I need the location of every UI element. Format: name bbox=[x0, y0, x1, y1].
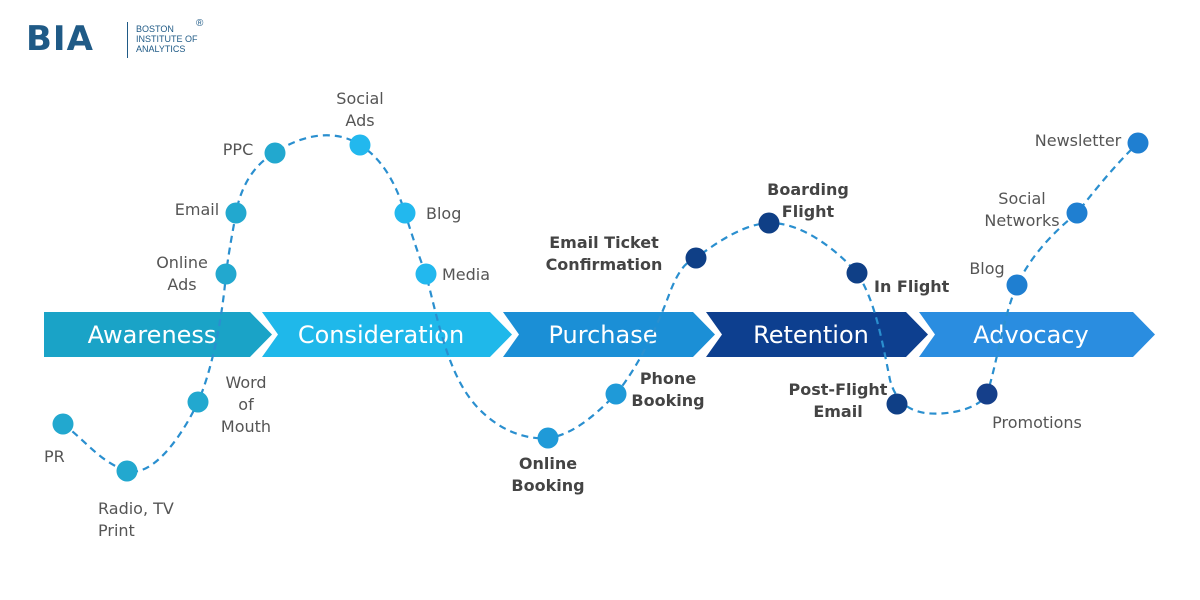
touchpoint-label-line: PR bbox=[44, 447, 65, 466]
logo-mark: BIA bbox=[26, 19, 94, 59]
touchpoint-label-line: Flight bbox=[782, 202, 835, 221]
touchpoint-dot bbox=[846, 262, 868, 284]
touchpoint-dot bbox=[225, 202, 247, 224]
touchpoint-label: PR bbox=[44, 447, 65, 466]
logo-divider bbox=[127, 22, 128, 58]
logo-line-1: BOSTON bbox=[136, 24, 174, 34]
stage-label-purchase: Purchase bbox=[549, 321, 658, 349]
touchpoint-label: Promotions bbox=[992, 413, 1082, 432]
touchpoint-label-line: Promotions bbox=[992, 413, 1082, 432]
touchpoint-label: Blog bbox=[426, 204, 461, 223]
logo-line-2: INSTITUTE OF bbox=[136, 34, 198, 44]
touchpoint-dot bbox=[976, 383, 998, 405]
touchpoint-label-line: Media bbox=[442, 265, 490, 284]
touchpoint-dot bbox=[605, 383, 627, 405]
touchpoint-label-line: Online bbox=[519, 454, 577, 473]
touchpoint-label-line: Confirmation bbox=[546, 255, 663, 274]
stage-arrow-retention bbox=[706, 312, 928, 357]
touchpoint-dot bbox=[187, 391, 209, 413]
touchpoint-label: Email bbox=[175, 200, 219, 219]
touchpoint-label-line: Booking bbox=[511, 476, 584, 495]
touchpoint-dot bbox=[394, 202, 416, 224]
touchpoint-label-line: Networks bbox=[984, 211, 1059, 230]
touchpoint-dot bbox=[52, 413, 74, 435]
touchpoint-label: PPC bbox=[223, 140, 253, 159]
logo-text: BOSTON INSTITUTE OF ANALYTICS bbox=[136, 24, 216, 54]
touchpoint-dot bbox=[215, 263, 237, 285]
registered-mark: ® bbox=[196, 18, 204, 29]
touchpoint-dot bbox=[349, 134, 371, 156]
touchpoint-label-line: Booking bbox=[631, 391, 704, 410]
touchpoint-label: Media bbox=[442, 265, 490, 284]
touchpoint-dot bbox=[886, 393, 908, 415]
touchpoint-label-line: Social bbox=[998, 189, 1045, 208]
stage-arrow-consideration bbox=[262, 312, 512, 357]
touchpoint-label-line: Print bbox=[98, 521, 135, 540]
stage-arrow-advocacy bbox=[919, 312, 1155, 357]
touchpoint-label-line: Email bbox=[175, 200, 219, 219]
stage-label-retention: Retention bbox=[753, 321, 869, 349]
stage-label-advocacy: Advocacy bbox=[973, 321, 1088, 349]
touchpoint-label-line: Post-Flight bbox=[789, 380, 888, 399]
touchpoint-dot bbox=[264, 142, 286, 164]
touchpoint-label-line: Email bbox=[813, 402, 862, 421]
stage-label-consideration: Consideration bbox=[298, 321, 464, 349]
touchpoint-label-line: Email Ticket bbox=[549, 233, 659, 252]
touchpoint-label-line: Mouth bbox=[221, 417, 271, 436]
touchpoint-dot bbox=[758, 212, 780, 234]
stage-arrows: Awareness Consideration Purchase Retention A… bbox=[44, 312, 1155, 357]
touchpoint-label-line: Social bbox=[336, 89, 383, 108]
journey-path bbox=[62, 134, 1139, 473]
touchpoint-label-line: of bbox=[238, 395, 254, 414]
touchpoint-label-line: Ads bbox=[345, 111, 374, 130]
touchpoint-label-line: Radio, TV bbox=[98, 499, 174, 518]
touchpoint-label-line: Blog bbox=[969, 259, 1004, 278]
touchpoint-label: Blog bbox=[969, 259, 1004, 278]
touchpoint-label-line: PPC bbox=[223, 140, 253, 159]
touchpoint-dot bbox=[1127, 132, 1149, 154]
touchpoint-label: Radio, TV Print bbox=[98, 499, 174, 540]
logo-line-3: ANALYTICS bbox=[136, 44, 186, 54]
touchpoint-dot bbox=[116, 460, 138, 482]
touchpoint-label-line: Newsletter bbox=[1035, 131, 1122, 150]
touchpoint-label-line: Boarding bbox=[767, 180, 849, 199]
touchpoint-label-line: In Flight bbox=[874, 277, 950, 296]
touchpoint-label-line: Word bbox=[225, 373, 266, 392]
touchpoint-label-line: Online bbox=[156, 253, 208, 272]
touchpoint-dot bbox=[537, 427, 559, 449]
touchpoint-label: Newsletter bbox=[1035, 131, 1122, 150]
touchpoint-dot bbox=[415, 263, 437, 285]
touchpoint-label-line: Phone bbox=[640, 369, 697, 388]
touchpoint-label-line: Blog bbox=[426, 204, 461, 223]
stage-label-awareness: Awareness bbox=[88, 321, 217, 349]
touchpoint-label: In Flight bbox=[874, 277, 950, 296]
touchpoint-dot bbox=[1006, 274, 1028, 296]
stage-arrow-purchase bbox=[503, 312, 715, 357]
touchpoint-label-line: Ads bbox=[167, 275, 196, 294]
touchpoint-dot bbox=[685, 247, 707, 269]
touchpoint-dot bbox=[1066, 202, 1088, 224]
